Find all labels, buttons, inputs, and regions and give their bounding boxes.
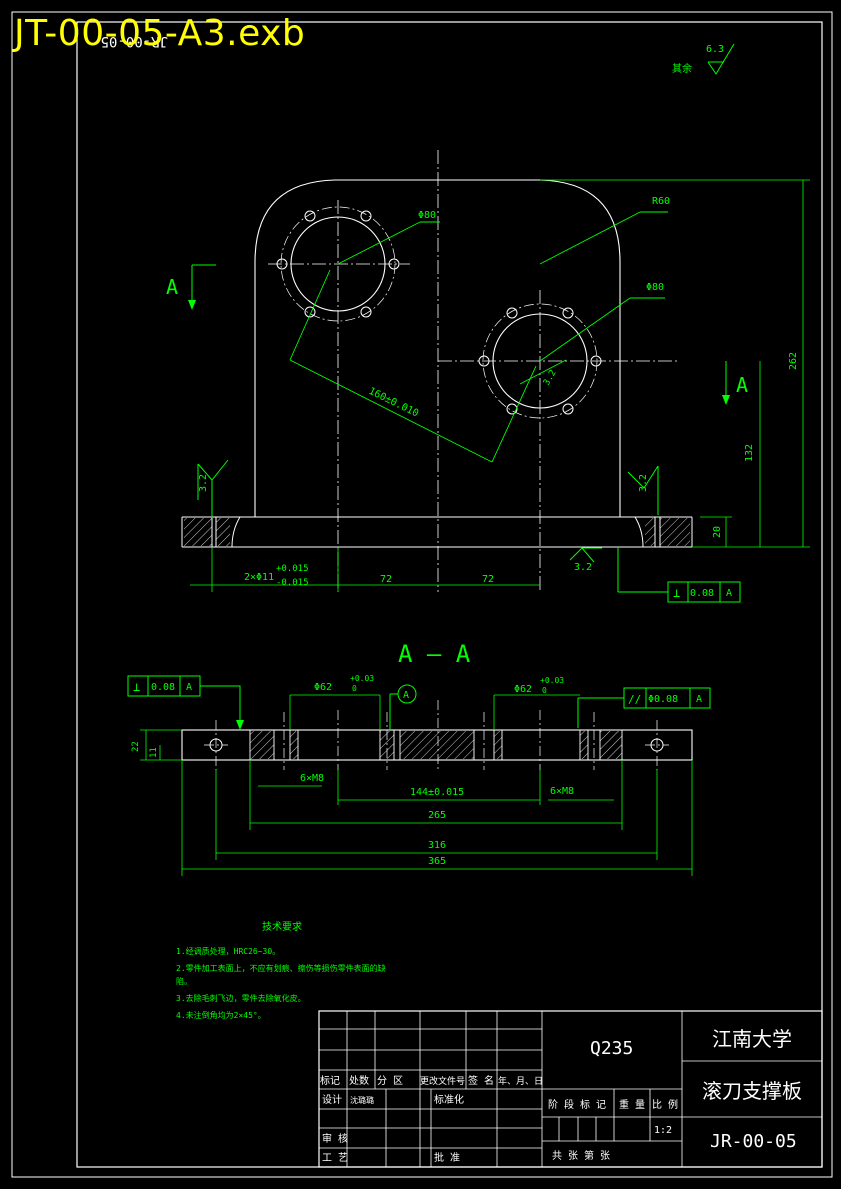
bolt-holes-top-left: [276, 210, 400, 318]
callout-dia-top: Φ80: [418, 210, 436, 221]
section-outline: [181, 729, 693, 761]
svg-text:0.08: 0.08: [151, 682, 175, 693]
datum-a: A: [389, 684, 417, 730]
bore-right-tol-upper: +0.03: [540, 676, 564, 685]
tb-header-cell: 处数: [349, 1074, 369, 1087]
note-item: 3.去除毛刺飞边，零件去除氧化皮。: [176, 993, 306, 1003]
roughness-global-value: 6.3: [706, 44, 724, 55]
tb-scale-label: 比 例: [652, 1098, 678, 1111]
bore-left-dia: Φ62: [314, 682, 332, 693]
callout-r-top: R60: [652, 196, 670, 207]
tb-design-label: 设计: [322, 1093, 342, 1106]
notes-title: 技术要求: [262, 920, 302, 933]
roughness-global-label: 其余: [672, 62, 692, 75]
dim-hole-tol-upper: +0.015: [276, 564, 309, 574]
tb-part-name: 滚刀支撑板: [702, 1079, 802, 1103]
tb-scale-value: 1:2: [654, 1125, 672, 1136]
bolt-holes-bottom-right: [478, 307, 602, 415]
title-block: 标记 处数 分 区 更改文件号 签 名 年、月、日 设计 沈璐璐 标准化 审 核…: [318, 1010, 823, 1168]
tolerance-frame-front: ⊥ 0.08 A: [617, 547, 741, 603]
section-title: A — A: [398, 640, 471, 668]
svg-text:A: A: [403, 690, 409, 701]
front-view: Φ80 R60 Φ80 160±0.010 3.2 A A 3.2 3.2: [166, 150, 810, 603]
tb-header-cell: 标记: [320, 1075, 340, 1087]
dim-hole-spec: 2×Φ11: [244, 572, 274, 583]
note-item: 4.未注倒角均为2×45°。: [176, 1010, 266, 1020]
svg-text://: //: [628, 693, 641, 706]
bore-bottom-right: [492, 313, 588, 409]
tb-header-cell: 更改文件号: [420, 1075, 465, 1087]
dim-265: 265: [428, 810, 446, 821]
roughness-left: [197, 459, 229, 518]
tb-standardize-label: 标准化: [434, 1093, 464, 1106]
dim-22: 22: [131, 741, 141, 752]
svg-text:⊥: ⊥: [133, 680, 140, 694]
tb-school: 江南大学: [712, 1027, 792, 1051]
svg-text:0.08: 0.08: [690, 588, 714, 599]
technical-notes: 技术要求 1.经调质处理，HRC26~30。 2.零件加工表面上，不应有划痕、擦…: [176, 920, 386, 1020]
bore-right-dia: Φ62: [514, 684, 532, 695]
tolerance-frame-right: // Φ0.08 A: [577, 687, 711, 728]
bore-top-left: [290, 216, 386, 312]
tb-weight-label: 重 量: [619, 1098, 645, 1111]
dim-316: 316: [428, 840, 446, 851]
tb-drawing-no: JR-00-05: [710, 1131, 797, 1152]
section-mark-right: A: [722, 361, 748, 405]
note-item: 陷。: [176, 976, 192, 986]
roughness-bottom-value: 3.2: [574, 562, 592, 573]
base-hatch-right: [660, 518, 690, 546]
tb-stage-label: 阶 段 标 记: [548, 1098, 606, 1111]
tb-material: Q235: [590, 1038, 633, 1059]
dim-base-20: 20: [712, 526, 723, 538]
callout-dia-right: Φ80: [646, 282, 664, 293]
svg-text:A: A: [166, 275, 178, 299]
tb-header-cell: 年、月、日: [498, 1075, 543, 1087]
dim-144: 144±0.015: [410, 787, 464, 798]
dim-365: 365: [428, 856, 446, 867]
svg-text:A: A: [696, 694, 702, 705]
bore-left-tol-lower: 0: [352, 684, 357, 693]
dim-height-total: 262: [788, 352, 799, 370]
section-mark-left: A: [166, 264, 216, 310]
roughness-left-value: 3.2: [198, 474, 209, 492]
thread-right: 6×M8: [550, 786, 574, 797]
tb-sheets-label: 共 张 第 张: [552, 1149, 610, 1162]
tb-approve-label: 批 准: [434, 1151, 460, 1164]
note-item: 1.经调质处理，HRC26~30。: [176, 946, 280, 956]
svg-text:A: A: [736, 373, 748, 397]
section-view: A — A: [127, 640, 711, 876]
stamp-top: JR-00-05: [101, 33, 168, 49]
roughness-right-value: 3.2: [638, 474, 649, 492]
bore-right-tol-lower: 0: [542, 686, 547, 695]
roughness-right: [627, 465, 659, 515]
dim-left-72: 72: [380, 574, 392, 585]
tb-process-label: 工 艺: [322, 1152, 348, 1164]
svg-text:A: A: [186, 682, 192, 693]
thread-left: 6×M8: [300, 773, 324, 784]
roughness-bottom: [569, 547, 602, 563]
file-title: JT-00-05-A3.exb: [14, 13, 306, 54]
dim-right-72: 72: [482, 574, 494, 585]
tolerance-frame-left: ⊥ 0.08 A: [127, 675, 244, 730]
svg-text:⊥: ⊥: [673, 586, 680, 600]
tb-designer: 沈璐璐: [350, 1095, 374, 1105]
dim-11: 11: [149, 747, 159, 758]
svg-text:Φ0.08: Φ0.08: [648, 694, 678, 705]
tb-check-label: 审 核: [322, 1132, 348, 1145]
tb-header-cell: 签 名: [468, 1074, 494, 1087]
tb-header-cell: 分 区: [377, 1075, 403, 1087]
base-hatch-left: [184, 518, 212, 546]
note-item: 2.零件加工表面上，不应有划痕、擦伤等损伤零件表面的缺: [176, 963, 386, 973]
dim-hole-tol-lower: -0.015: [276, 578, 309, 588]
dim-height-132: 132: [744, 444, 755, 462]
bore-left-tol-upper: +0.03: [350, 674, 374, 683]
svg-text:A: A: [726, 588, 732, 599]
global-roughness: 其余 6.3: [672, 43, 735, 75]
